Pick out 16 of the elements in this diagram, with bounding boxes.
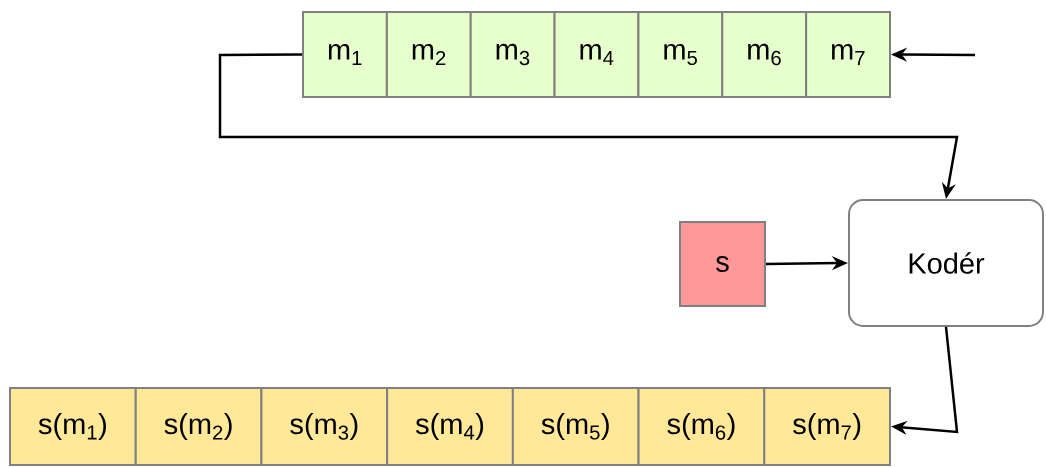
coder-box: Kodér bbox=[848, 199, 1044, 327]
memory-cell: m$_{3}$ bbox=[469, 11, 556, 98]
output-cell: s(m$_{6}$) bbox=[637, 387, 766, 466]
output-cell: s(m$_{5}$) bbox=[511, 387, 640, 466]
output-cell: s(m$_{7}$) bbox=[763, 387, 891, 466]
memory-cell: m$_{5}$ bbox=[637, 11, 724, 98]
memory-cell: m$_{2}$ bbox=[385, 11, 472, 98]
output-cell: s(m$_{2}$) bbox=[134, 387, 263, 466]
output-cell: s(m$_{1}$) bbox=[9, 387, 137, 466]
memory-cell: m$_{4}$ bbox=[553, 11, 640, 98]
memory-cell: m$_{7}$ bbox=[805, 11, 891, 98]
memory-cell: m$_{6}$ bbox=[721, 11, 808, 98]
key-box: s bbox=[679, 221, 766, 307]
memory-cell: m$_{1}$ bbox=[302, 11, 388, 98]
output-cell: s(m$_{4}$) bbox=[386, 387, 514, 466]
output-cell: s(m$_{3}$) bbox=[260, 387, 389, 466]
